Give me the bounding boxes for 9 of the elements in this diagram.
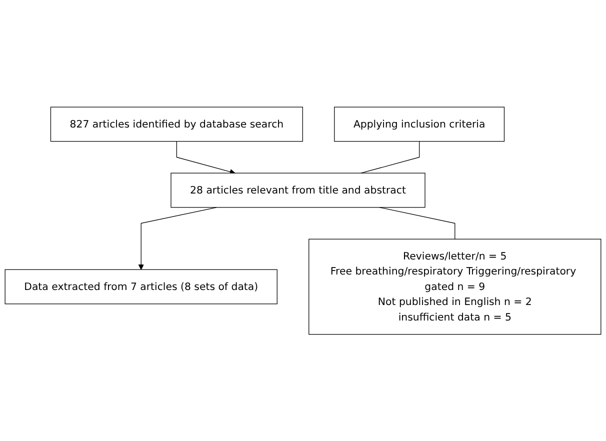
node-box: Applying inclusion criteria [334, 106, 505, 142]
node-box: Reviews/letter/n = 5 Free breathing/respiratory Triggering/respiratory gated n = 9 Not published in English n = 2 insufficient data n = 5 [308, 238, 602, 334]
arrow [176, 140, 236, 174]
node-box: Data extracted from 7 articles (8 sets of data) [4, 269, 278, 304]
node-box: 28 articles relevant from title and abstract [170, 172, 426, 208]
arrow [138, 206, 217, 270]
node-box: 827 articles identified by database search [50, 106, 303, 142]
connector [360, 140, 420, 174]
connector [379, 206, 456, 240]
